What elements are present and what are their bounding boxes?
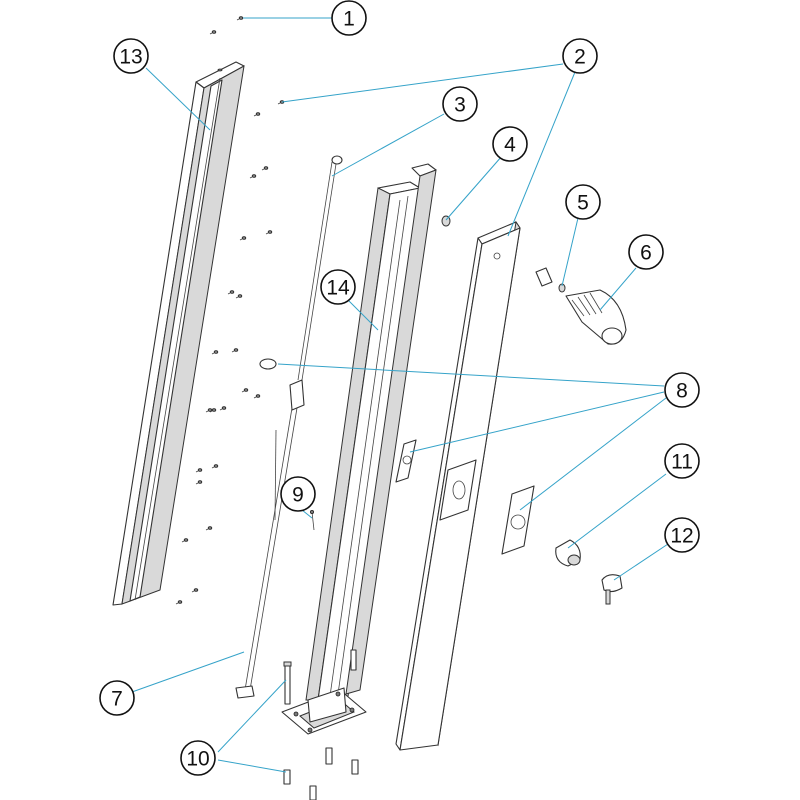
callout-10-label: 10 xyxy=(186,748,209,771)
callout-8: 8 xyxy=(664,372,700,408)
callout-14: 14 xyxy=(320,269,356,305)
part-8-gaskets xyxy=(259,358,535,555)
leader-2a xyxy=(281,63,564,103)
callout-4: 4 xyxy=(492,126,528,162)
callout-9: 9 xyxy=(280,476,316,512)
part-5-fitting xyxy=(535,267,566,293)
callout-13: 13 xyxy=(113,38,149,74)
part-9-screw xyxy=(309,509,315,531)
callout-12-label: 12 xyxy=(670,525,693,548)
leader-2b xyxy=(507,71,576,237)
leader-4 xyxy=(445,155,503,221)
leader-8b xyxy=(409,391,665,453)
callout-1: 1 xyxy=(331,0,367,36)
screw-24 xyxy=(195,480,203,485)
part-6-shower-head xyxy=(565,289,627,345)
callout-6: 6 xyxy=(628,234,664,270)
leader-11 xyxy=(567,473,667,549)
screw-18 xyxy=(195,468,203,473)
part-10-bolts xyxy=(283,649,359,800)
callout-4-label: 4 xyxy=(504,134,516,157)
screw-2 xyxy=(236,16,244,21)
screw-6 xyxy=(249,174,257,179)
callout-2: 2 xyxy=(562,38,598,74)
screw-19 xyxy=(205,526,213,531)
screw-7 xyxy=(265,230,273,235)
leader-8a xyxy=(277,363,665,387)
leader-5 xyxy=(561,217,579,287)
callout-1-label: 1 xyxy=(343,8,355,31)
leader-6 xyxy=(599,267,637,311)
callout-3: 3 xyxy=(442,86,478,122)
screw-21 xyxy=(191,588,199,593)
callout-2-label: 2 xyxy=(574,46,586,69)
screw-9 xyxy=(235,294,243,299)
leader-14 xyxy=(347,299,379,331)
callout-3-label: 3 xyxy=(454,94,466,117)
callout-11-label: 11 xyxy=(671,451,693,474)
leader-13 xyxy=(145,67,211,131)
screw-20 xyxy=(181,538,189,543)
screw-10 xyxy=(227,290,235,295)
part-14-column xyxy=(281,163,437,735)
callout-7-label: 7 xyxy=(111,688,123,711)
screw-15 xyxy=(241,388,249,393)
part-3-rod xyxy=(235,155,343,699)
screw-17 xyxy=(211,464,219,469)
screw-3 xyxy=(253,112,261,117)
callout-12: 12 xyxy=(664,517,700,553)
leader-3 xyxy=(331,113,445,177)
leader-10a xyxy=(217,679,287,753)
callout-10: 10 xyxy=(180,740,216,776)
part-11-valve xyxy=(555,539,581,567)
callout-9-label: 9 xyxy=(292,484,304,507)
screw-23 xyxy=(209,408,217,413)
leader-10b xyxy=(217,759,287,773)
screw-11 xyxy=(231,348,239,353)
callout-11: 11 xyxy=(664,443,700,479)
leader-12 xyxy=(613,543,669,581)
callout-6-label: 6 xyxy=(640,242,652,265)
part-4-nut xyxy=(441,215,451,227)
part-13-rear-profile xyxy=(112,61,245,606)
screw-12 xyxy=(211,350,219,355)
screw-1 xyxy=(209,30,217,35)
callout-14-label: 14 xyxy=(326,277,350,300)
part-12-handle xyxy=(601,574,623,605)
part-2-front-plate xyxy=(395,220,521,751)
leader-7 xyxy=(131,651,245,693)
screw-5 xyxy=(261,166,269,171)
callout-5: 5 xyxy=(565,184,601,220)
screw-13 xyxy=(219,406,227,411)
callout-8-label: 8 xyxy=(676,380,688,403)
callout-5-label: 5 xyxy=(577,192,589,215)
screw-8 xyxy=(239,236,247,241)
screw-22 xyxy=(175,600,183,605)
leader-lines xyxy=(131,17,669,773)
screw-set xyxy=(175,16,285,605)
callout-13-label: 13 xyxy=(119,46,142,69)
leader-8c xyxy=(519,397,667,511)
leader-9 xyxy=(301,509,313,519)
callout-7: 7 xyxy=(99,680,135,716)
screw-16 xyxy=(253,394,261,399)
